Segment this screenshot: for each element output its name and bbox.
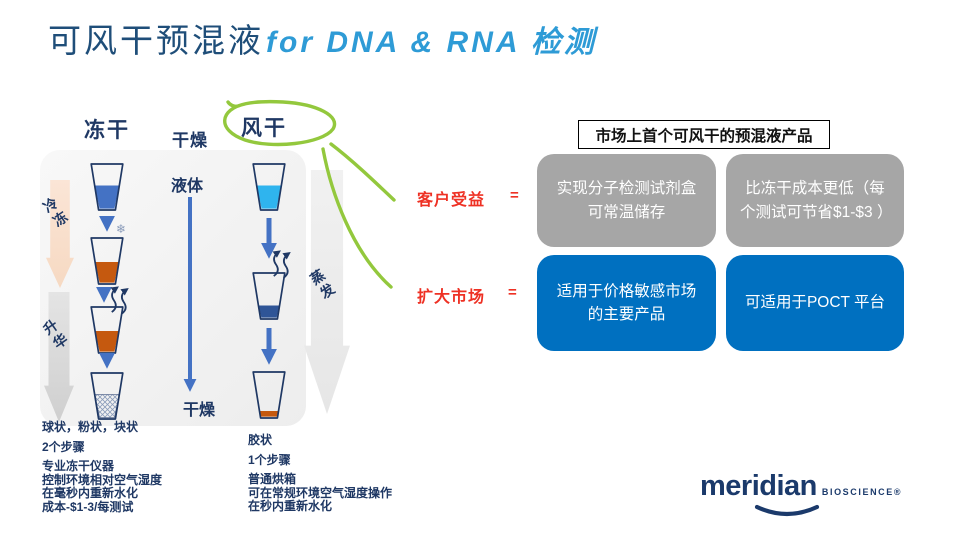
equals-sign: = [508, 284, 517, 301]
note-line: 1个步骤 [248, 452, 291, 467]
market-first-header: 市场上首个可风干的预混液产品 [578, 120, 830, 149]
meridian-logo: meridian BIOSCIENCE® [700, 470, 903, 517]
liquid-label: 液体 [171, 178, 204, 195]
market-row-label: 扩大市场 [417, 289, 486, 306]
benefit-row-label: 客户受益 [417, 192, 486, 209]
note-line: 2个步骤 [42, 439, 85, 454]
freeze-dry-notes: 球状，粉状，块状 2个步骤 专业冻干仪器 控制环境相对空气湿度 在毫秒内重新水化… [42, 420, 163, 514]
benefit-card: 可适用于POCT 平台 [726, 255, 904, 351]
title-script: for DNA & RNA 检测 [266, 26, 597, 59]
note-line: 普通烘箱 [248, 472, 297, 486]
note-line: 专业冻干仪器 [42, 459, 115, 473]
benefit-card: 适用于价格敏感市场的主要产品 [537, 255, 716, 351]
benefit-card: 比冻干成本更低（每个测试可节省$1-$3 ） [726, 154, 904, 247]
note-line: 球状，粉状，块状 [42, 420, 139, 434]
page-title: 可风干预混液for DNA & RNA 检测 [48, 14, 597, 62]
dry-bottom-label: 干燥 [183, 402, 216, 419]
benefit-card: 实现分子检测试剂盒可常温储存 [537, 154, 716, 247]
air-dry-notes: 胶状 1个步骤 普通烘箱 可在常规环境空气湿度操作 在秒内重新水化 [248, 433, 393, 514]
note-line: 控制环境相对空气湿度 [42, 472, 163, 487]
note-line: 在毫秒内重新水化 [42, 486, 139, 500]
logo-bioscience-label: BIOSCIENCE® [821, 487, 903, 497]
column-label-freeze-dry: 冻干 [84, 119, 130, 142]
note-line: 成本-$1-3/每测试 [42, 499, 134, 514]
column-label-dry: 干燥 [172, 131, 208, 150]
title-chinese: 可风干预混液 [48, 22, 264, 59]
note-line: 在秒内重新水化 [248, 499, 333, 513]
column-label-air-dry: 风干 [241, 117, 287, 140]
note-line: 胶状 [248, 433, 273, 447]
snowflake-icon: ❄ [116, 222, 127, 236]
logo-swoosh-icon [754, 504, 820, 517]
logo-wordmark: meridian [700, 470, 817, 502]
note-line: 可在常规环境空气湿度操作 [248, 485, 393, 500]
equals-sign: = [510, 187, 519, 204]
